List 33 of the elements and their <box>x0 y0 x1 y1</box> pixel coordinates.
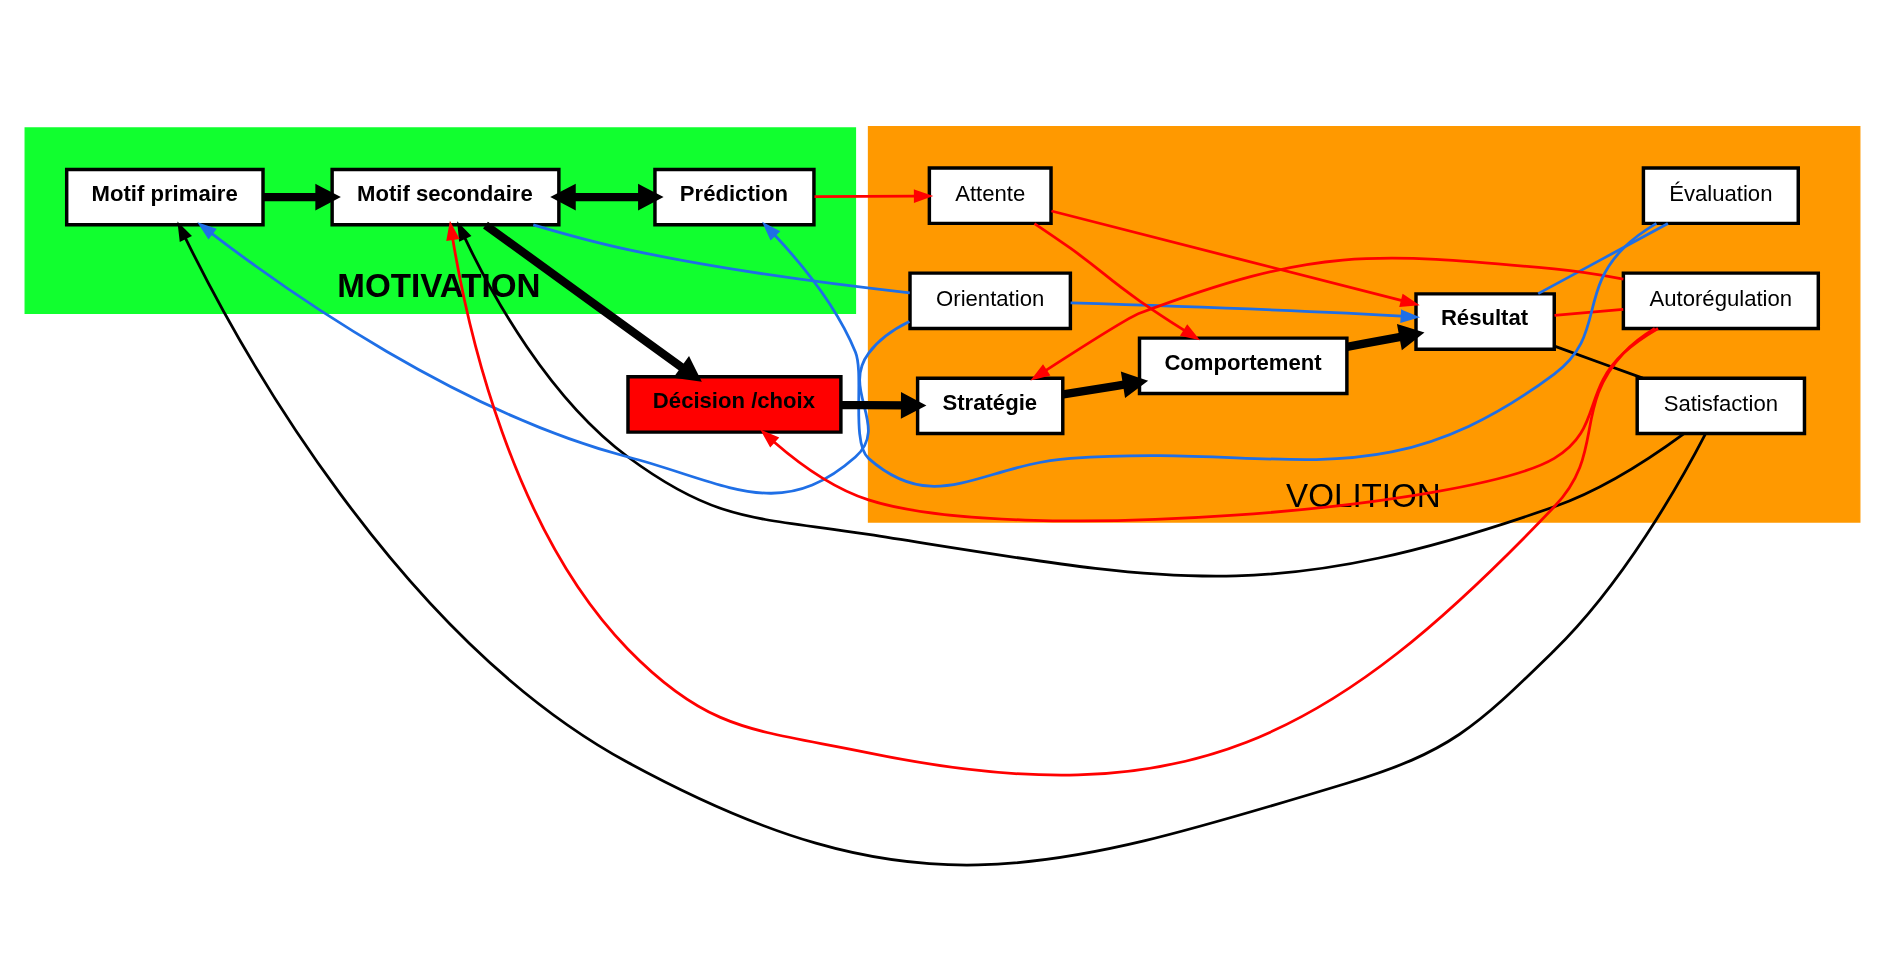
connector <box>532 223 910 294</box>
connector <box>1537 221 1669 295</box>
node-box: Autorégulation <box>1621 270 1821 330</box>
arrow <box>760 326 1659 522</box>
arrow <box>483 221 702 382</box>
node-box: Stratégie <box>915 375 1065 435</box>
arrow <box>263 183 341 210</box>
node-box: Motif secondaire <box>330 167 561 226</box>
arrow <box>1070 301 1421 323</box>
arrow <box>1051 209 1420 307</box>
arrow <box>1033 221 1200 340</box>
arrow <box>1030 256 1624 380</box>
node-box: Résultat <box>1414 291 1556 351</box>
arrow <box>446 220 1656 776</box>
arrow <box>197 221 911 495</box>
node-box: Satisfaction <box>1635 375 1807 435</box>
arrow <box>1062 371 1149 398</box>
arrow <box>840 391 927 419</box>
node-box: Évaluation <box>1641 165 1800 225</box>
node-box: Attente <box>927 165 1053 225</box>
arrow <box>1346 323 1425 351</box>
node-box: Décision /choix <box>626 374 843 434</box>
arrow <box>550 183 664 210</box>
arrow <box>457 220 1685 577</box>
node-box: Prédiction <box>653 167 816 226</box>
node-box: Orientation <box>908 270 1073 330</box>
node-box: Comportement <box>1137 335 1349 395</box>
arrow <box>814 188 934 203</box>
connector <box>1554 344 1644 379</box>
node-box: Motif primaire <box>64 167 265 226</box>
arrow <box>762 221 1658 487</box>
connector <box>1554 307 1624 317</box>
arrow <box>177 221 1707 866</box>
